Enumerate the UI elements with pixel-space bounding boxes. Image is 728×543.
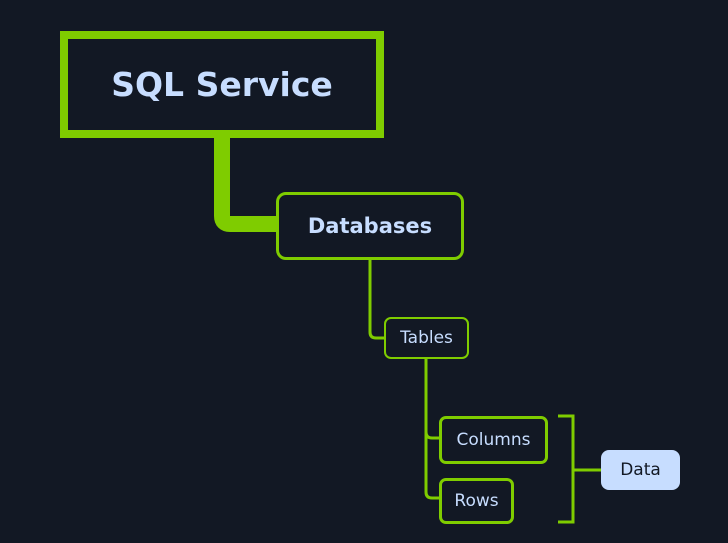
- connector-tables-columns: [424, 431, 439, 440]
- node-databases[interactable]: Databases: [276, 192, 464, 260]
- summary-bracket: [558, 414, 575, 524]
- node-rows-label: Rows: [454, 491, 499, 511]
- node-columns-label: Columns: [456, 430, 531, 450]
- node-sql-service[interactable]: SQL Service: [60, 31, 384, 138]
- node-tables-label: Tables: [400, 328, 453, 348]
- connector-root-databases: [214, 138, 276, 232]
- node-columns[interactable]: Columns: [439, 416, 548, 464]
- node-tables[interactable]: Tables: [384, 317, 469, 359]
- node-databases-label: Databases: [307, 214, 433, 238]
- node-rows[interactable]: Rows: [439, 478, 514, 524]
- node-data-label: Data: [620, 460, 661, 480]
- connector-tables-rows: [424, 491, 439, 500]
- connector-databases-tables: [368, 260, 384, 340]
- node-data-summary[interactable]: Data: [601, 450, 680, 490]
- node-sql-service-label: SQL Service: [111, 65, 333, 104]
